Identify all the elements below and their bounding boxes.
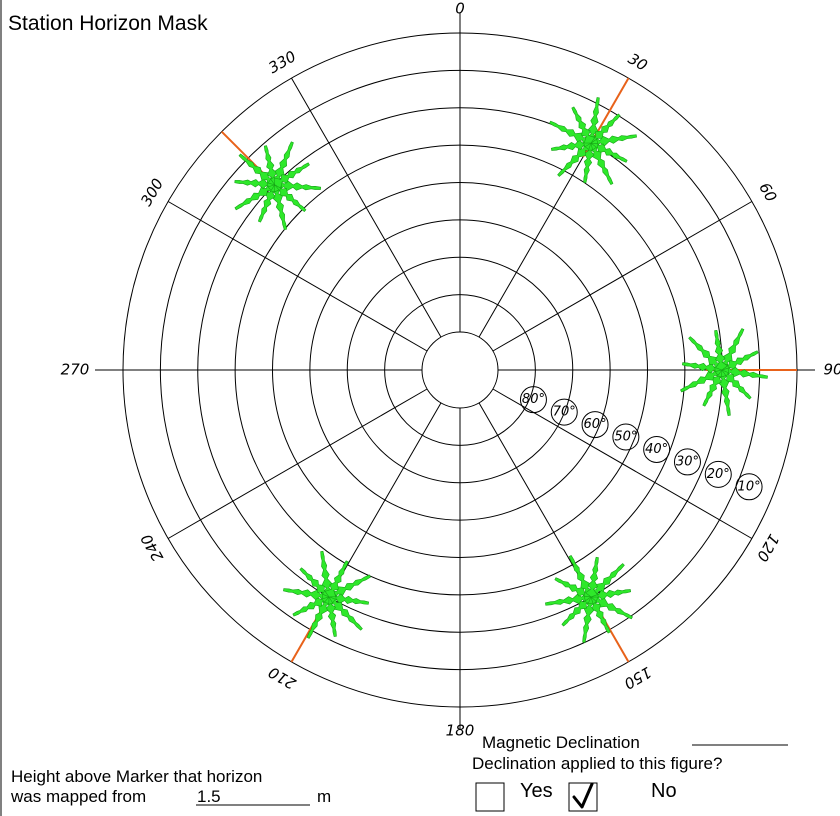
palm-tree-icon [549, 97, 637, 186]
azimuth-label: 120 [753, 531, 783, 565]
elevation-label: 20° [707, 467, 730, 482]
elevation-labels: 10° 20° 30° 40° 50° 60° 70° 80° [519, 386, 763, 501]
elevation-label: 50° [614, 430, 637, 445]
elevation-label-circle [519, 386, 547, 414]
azimuth-spokes [95, 13, 815, 729]
azimuth-label: 330 [265, 47, 299, 77]
elevation-label-circle [612, 423, 640, 451]
obstruction-trees [220, 77, 797, 663]
azimuth-label: 150 [621, 663, 655, 693]
elevation-label-circle [735, 473, 763, 501]
palm-tree-icon [234, 141, 322, 231]
azimuth-label: 180 [446, 722, 475, 740]
azimuth-spoke [291, 77, 442, 338]
azimuth-spoke [492, 388, 753, 539]
page-title: Station Horizon Mask [8, 12, 208, 35]
elevation-label: 70° [553, 405, 576, 420]
elevation-ring [421, 331, 499, 409]
azimuth-label: 0 [455, 0, 465, 18]
elevation-label-circle [643, 435, 671, 463]
azimuth-label: 30 [625, 50, 651, 75]
azimuth-label: 60 [755, 179, 780, 205]
elevation-label: 10° [738, 479, 761, 494]
no-label: No [651, 780, 677, 802]
azimuth-label: 210 [265, 663, 299, 693]
azimuth-label: 300 [137, 175, 167, 209]
height-value[interactable]: 1.5 [197, 787, 221, 806]
azimuth-spoke [167, 201, 428, 352]
azimuth-spoke [492, 201, 753, 352]
checkmark-icon [572, 782, 594, 809]
height-label-line1: Height above Marker that horizon [11, 767, 262, 786]
azimuth-spoke [167, 388, 428, 539]
height-label-line2: was mapped from [10, 787, 146, 806]
elevation-label: 60° [584, 417, 607, 432]
palm-tree-icon [545, 554, 633, 643]
palm-tree-icon [680, 328, 768, 416]
elevation-label: 80° [522, 392, 545, 407]
elevation-label-circle [704, 460, 732, 488]
declination-applied-question: Declination applied to this figure? [472, 754, 722, 773]
elevation-label-circle [673, 448, 701, 476]
palm-tree-icon [283, 550, 371, 639]
yes-checkbox[interactable] [475, 782, 505, 812]
elevation-label-circle [581, 411, 609, 439]
yes-label: Yes [520, 780, 553, 802]
magnetic-declination-label: Magnetic Declination [482, 733, 640, 752]
height-unit: m [317, 787, 331, 806]
azimuth-label: 240 [137, 531, 167, 565]
elevation-label: 30° [676, 454, 699, 469]
azimuth-label: 270 [61, 361, 90, 379]
elevation-label: 40° [645, 442, 668, 457]
elevation-label-circle [550, 398, 578, 426]
azimuth-label: 90 [823, 361, 840, 379]
